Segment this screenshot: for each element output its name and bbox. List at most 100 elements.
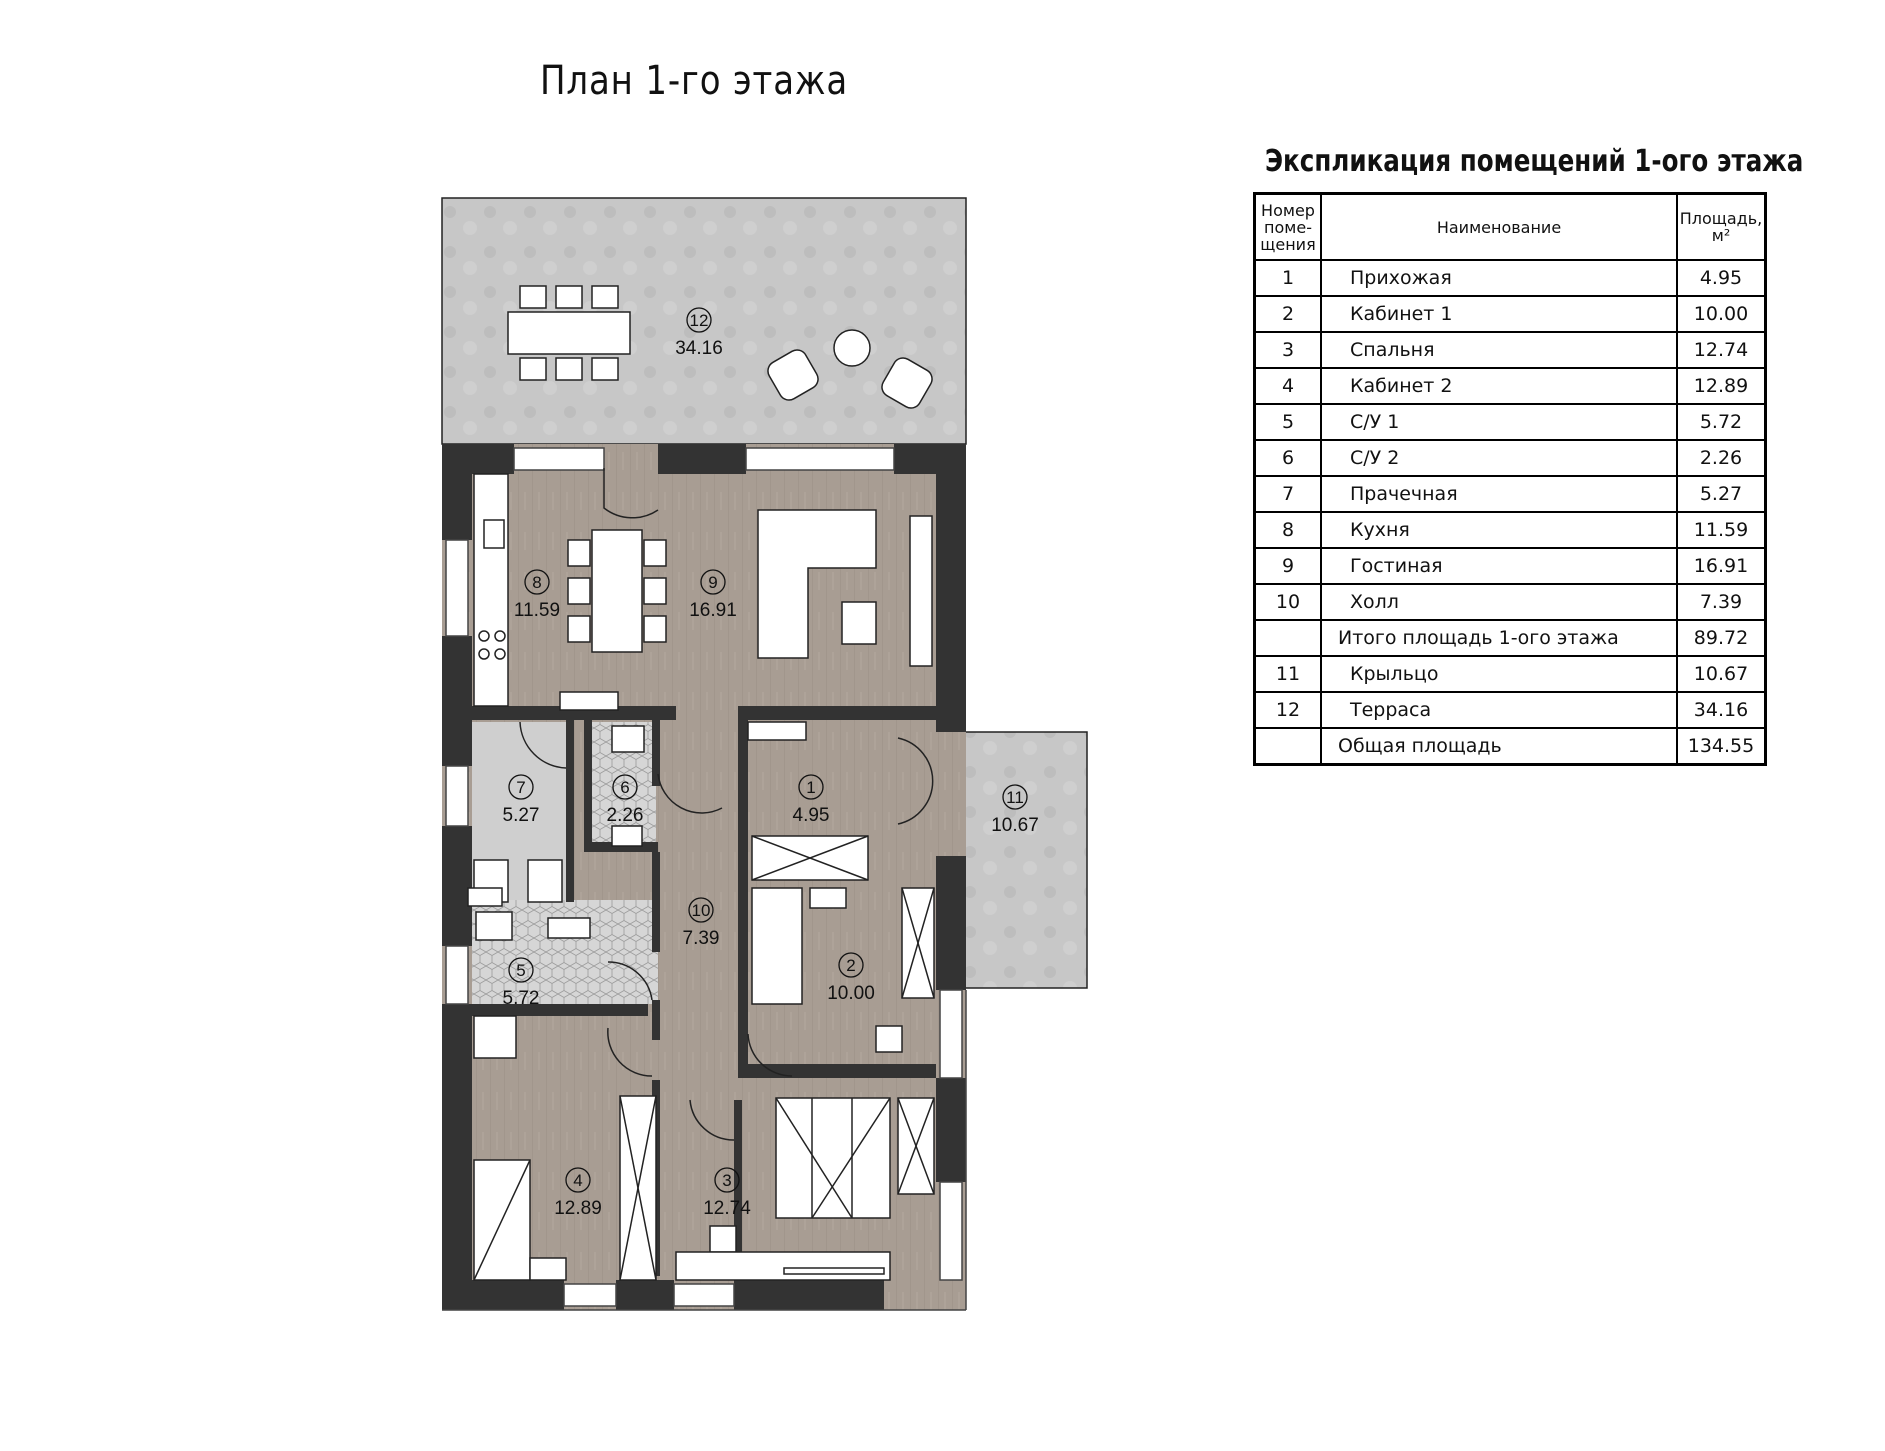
- row-area: 12.89: [1676, 367, 1767, 405]
- row-name: Итого площадь 1-ого этажа: [1320, 619, 1678, 657]
- room-area-label: 16.91: [689, 600, 737, 621]
- row-number: 11: [1253, 655, 1322, 693]
- floor-plan: 12 34.16 8 11.59 9 16.91 7 5.27 6 2.26 1 4.95 11 10.6…: [441, 197, 1088, 1311]
- row-name: Кухня: [1320, 511, 1678, 549]
- row-number: 4: [1253, 367, 1322, 405]
- row-name: Терраса: [1320, 691, 1678, 729]
- room-number-circle: [798, 774, 824, 800]
- row-name: С/У 2: [1320, 439, 1678, 477]
- row-name: Общая площадь: [1320, 727, 1678, 766]
- room-number-circle: [688, 897, 714, 923]
- room-number: 3: [722, 1171, 731, 1190]
- row-area: 5.72: [1676, 403, 1767, 441]
- row-number: [1253, 619, 1322, 657]
- row-number: 8: [1253, 511, 1322, 549]
- room-number-circle: [565, 1167, 591, 1193]
- row-number: 3: [1253, 331, 1322, 369]
- row-number: [1253, 727, 1322, 766]
- room-number-circle: [508, 774, 534, 800]
- room-area-label: 12.89: [554, 1198, 602, 1219]
- room-number: 11: [1006, 788, 1024, 807]
- room-number: 6: [620, 778, 629, 797]
- room-number: 1: [806, 778, 815, 797]
- room-number-circle: [686, 307, 712, 333]
- room-area-label: 10.67: [991, 815, 1039, 836]
- outer-walls: [442, 444, 966, 1310]
- room-number: 8: [532, 573, 541, 592]
- header-area: Площадь, м²: [1676, 192, 1767, 261]
- room-labels: 12 34.16 8 11.59 9 16.91 7 5.27 6 2.26 1 4.95 11 10.6…: [503, 307, 1039, 1219]
- room-area-label: 5.72: [503, 988, 540, 1009]
- room-number: 12: [690, 311, 709, 330]
- row-name: Крыльцо: [1320, 655, 1678, 693]
- room-number-circle: [1002, 784, 1028, 810]
- room-number: 4: [573, 1171, 582, 1190]
- terrace-furniture: [507, 285, 933, 409]
- explication-table: Номер поме- щения Наименование Площадь, …: [1253, 192, 1767, 766]
- row-name: Кабинет 2: [1320, 367, 1678, 405]
- row-area: 89.72: [1676, 619, 1767, 657]
- doors: [519, 468, 934, 1141]
- row-number: 10: [1253, 583, 1322, 621]
- room-area-label: 12.74: [703, 1198, 751, 1219]
- row-number: 7: [1253, 475, 1322, 513]
- row-number: 1: [1253, 259, 1322, 297]
- windows: [442, 447, 967, 1311]
- room-area-label: 11.59: [514, 600, 560, 621]
- row-area: 7.39: [1676, 583, 1767, 621]
- room-number: 5: [516, 961, 525, 980]
- room-number-circle: [508, 957, 534, 983]
- row-name: Гостиная: [1320, 547, 1678, 585]
- row-number: 6: [1253, 439, 1322, 477]
- room-number: 7: [516, 778, 525, 797]
- row-name: Прихожая: [1320, 259, 1678, 297]
- row-area: 2.26: [1676, 439, 1767, 477]
- row-area: 34.16: [1676, 691, 1767, 729]
- row-area: 134.55: [1676, 727, 1767, 766]
- header-name: Наименование: [1320, 192, 1678, 261]
- row-area: 10.00: [1676, 295, 1767, 333]
- row-area: 4.95: [1676, 259, 1767, 297]
- room-area-label: 2.26: [607, 805, 644, 826]
- room-area-label: 10.00: [827, 983, 875, 1004]
- row-number: 5: [1253, 403, 1322, 441]
- room-area-label: 5.27: [503, 805, 540, 826]
- row-area: 16.91: [1676, 547, 1767, 585]
- interior-furniture: [467, 473, 935, 1281]
- row-name: С/У 1: [1320, 403, 1678, 441]
- room-number: 9: [708, 573, 717, 592]
- row-number: 9: [1253, 547, 1322, 585]
- room-number-circle: [612, 774, 638, 800]
- room-number-circle: [714, 1167, 740, 1193]
- room-area-label: 4.95: [793, 805, 830, 826]
- room-number-circle: [700, 569, 726, 595]
- explication-title: Экспликация помещений 1-ого этажа: [1265, 144, 1804, 179]
- row-area: 11.59: [1676, 511, 1767, 549]
- row-name: Прачечная: [1320, 475, 1678, 513]
- explication-header-row: Номер поме- щения Наименование Площадь, …: [1253, 192, 1767, 261]
- row-name: Кабинет 1: [1320, 295, 1678, 333]
- row-area: 5.27: [1676, 475, 1767, 513]
- row-name: Спальня: [1320, 331, 1678, 369]
- header-number: Номер поме- щения: [1253, 192, 1322, 261]
- row-area: 12.74: [1676, 331, 1767, 369]
- plan-title: План 1-го этажа: [540, 58, 849, 104]
- room-number-circle: [524, 569, 550, 595]
- room-area-label: 34.16: [675, 338, 723, 359]
- row-name: Холл: [1320, 583, 1678, 621]
- row-number: 12: [1253, 691, 1322, 729]
- room-number: 2: [846, 956, 855, 975]
